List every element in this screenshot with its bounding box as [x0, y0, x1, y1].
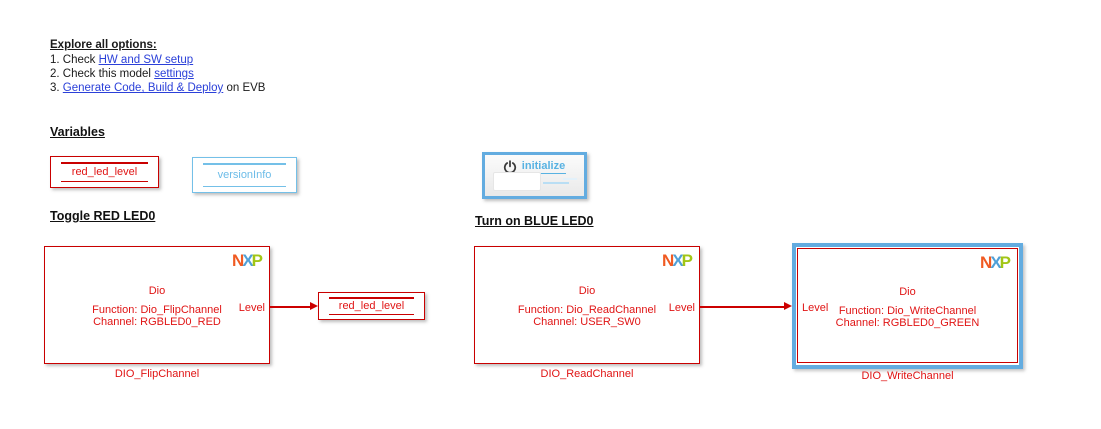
nxp-logo-icon: NXP [980, 253, 1011, 272]
data-store-line [203, 185, 286, 187]
generate-code-link[interactable]: Generate Code, Build & Deploy [62, 82, 224, 94]
initialize-preview-line [543, 182, 569, 184]
block-channel: Channel: RGBLED0_GREEN [835, 317, 980, 329]
selection-outline [792, 243, 1023, 369]
data-store-label: versionInfo [217, 169, 272, 181]
data-store-line [61, 180, 148, 182]
model-settings-link[interactable]: settings [154, 68, 194, 80]
explore-item-3: 3. Generate Code, Build & Deploy on EVB [50, 82, 266, 94]
initialize-preview-box [493, 172, 541, 191]
initialize-function-block[interactable]: initialize [482, 152, 587, 199]
block-channel: Channel: USER_SW0 [533, 316, 641, 328]
data-store-line [329, 297, 414, 299]
block-title: Dio [148, 285, 166, 297]
dio-writechannel-block[interactable]: NXP Dio Function: Dio_WriteChannel Chann… [797, 248, 1018, 363]
block-function: Function: Dio_WriteChannel [838, 305, 977, 317]
turn-on-blue-heading: Turn on BLUE LED0 [475, 214, 594, 228]
data-store-write-red-led-level[interactable]: red_led_level [318, 292, 425, 320]
block-title: Dio [578, 285, 596, 297]
explore-item-2: 2. Check this model settings [50, 68, 194, 80]
block-name-label[interactable]: DIO_WriteChannel [861, 370, 954, 382]
data-store-line [61, 162, 148, 164]
toggle-red-heading: Toggle RED LED0 [50, 209, 156, 223]
signal-wire[interactable] [270, 306, 312, 308]
block-function: Function: Dio_FlipChannel [92, 304, 222, 316]
input-port-label: Level [802, 302, 829, 314]
data-store-line [329, 313, 414, 315]
nxp-logo-icon: NXP [662, 251, 693, 270]
signal-wire[interactable] [700, 306, 785, 308]
data-store-label: red_led_level [71, 166, 138, 178]
block-name-label[interactable]: DIO_ReadChannel [540, 368, 634, 380]
block-function: Function: Dio_ReadChannel [517, 304, 657, 316]
output-port-label: Level [238, 302, 265, 314]
output-port-label: Level [668, 302, 695, 314]
data-store-label: red_led_level [338, 300, 405, 312]
explore-title: Explore all options: [50, 39, 157, 51]
nxp-logo-icon: NXP [232, 251, 263, 270]
data-store-version-info[interactable]: versionInfo [192, 157, 297, 193]
explore-annotation: Explore all options: 1. Check HW and SW … [50, 38, 265, 95]
hw-sw-setup-link[interactable]: HW and SW setup [98, 54, 194, 66]
data-store-red-led-level[interactable]: red_led_level [50, 156, 159, 188]
wire-arrowhead-icon [784, 302, 792, 310]
variables-heading: Variables [50, 125, 105, 139]
block-name-label[interactable]: DIO_FlipChannel [114, 368, 200, 380]
explore-item-1: 1. Check HW and SW setup [50, 54, 194, 66]
block-title: Dio [899, 286, 916, 298]
initialize-preview-line [563, 178, 577, 180]
initialize-label: initialize [518, 160, 567, 174]
block-channel: Channel: RGBLED0_RED [93, 316, 221, 328]
dio-readchannel-block[interactable]: NXP Dio Function: Dio_ReadChannel Channe… [474, 246, 700, 364]
data-store-line [203, 163, 286, 165]
wire-arrowhead-icon [310, 302, 318, 310]
dio-flipchannel-block[interactable]: NXP Dio Function: Dio_FlipChannel Channe… [44, 246, 270, 364]
